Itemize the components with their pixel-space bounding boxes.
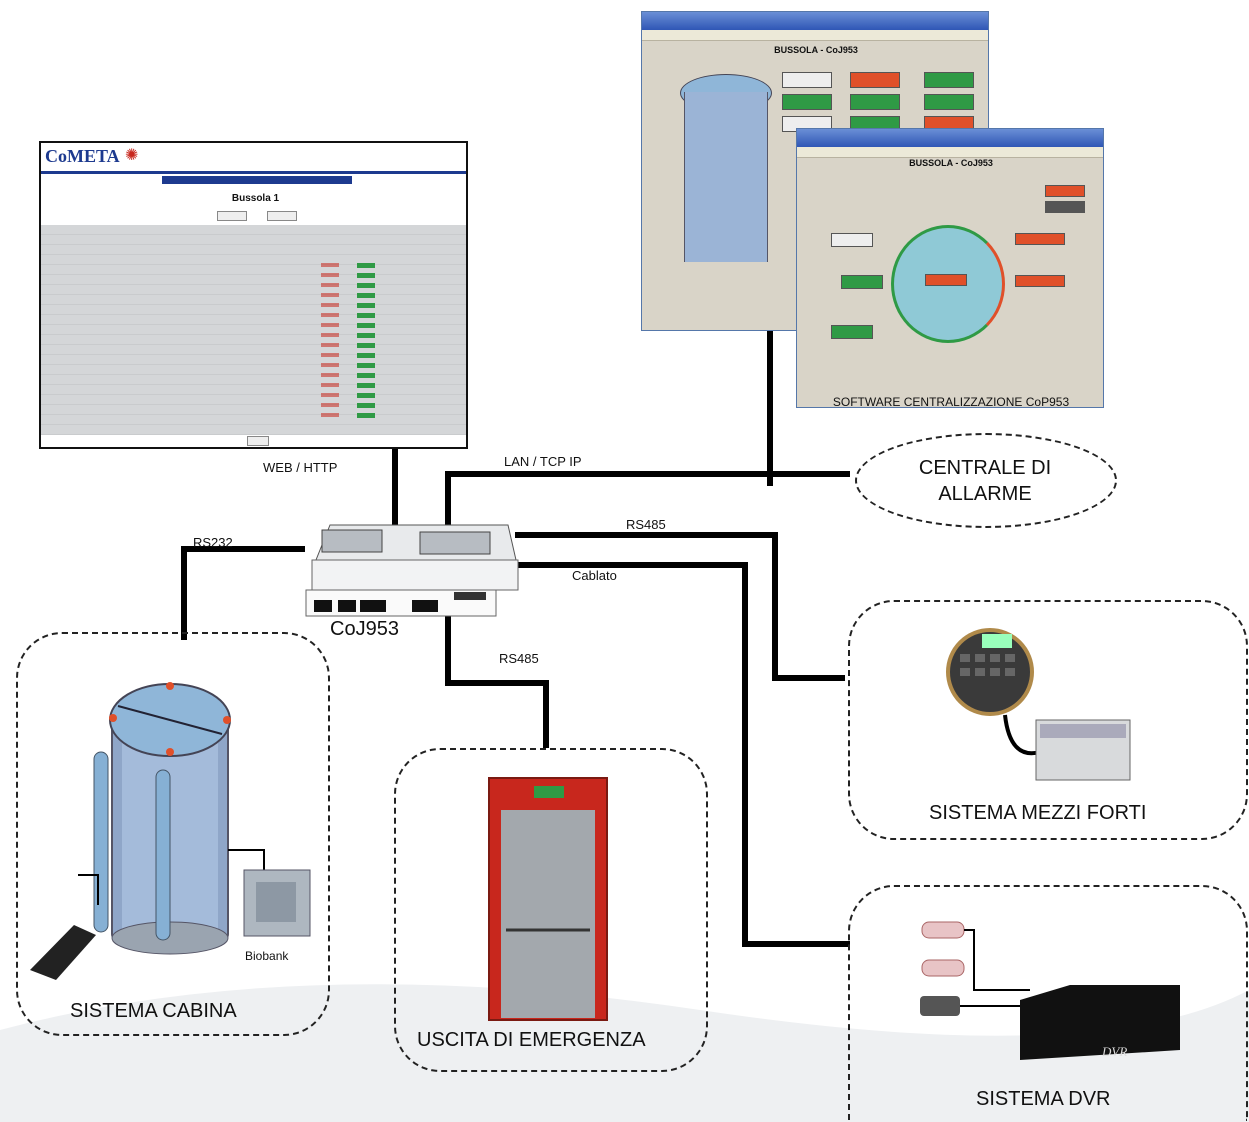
mezzi-forti-label: SISTEMA MEZZI FORTI [929,802,1147,824]
sw-button[interactable] [782,72,832,88]
rs485-emergenza-line [445,615,549,748]
emergency-door-illustration [488,777,608,1021]
cablato-label: Cablato [572,568,617,583]
sistema-cabina-zone [16,632,330,1036]
window-title-front: BUSSOLA - CoJ953 [909,158,993,168]
web-page-title: Bussola 1 [231,193,280,204]
sw-button[interactable] [1015,275,1065,287]
sw-button[interactable] [1045,201,1085,213]
sw-button[interactable] [850,94,900,110]
cabin-render-icon [680,74,772,274]
uscita-emergenza-zone [394,748,708,1072]
rs485-mezzi-forti-line [515,532,845,681]
biobank-label: Biobank [245,949,289,963]
web-status-table [41,225,466,435]
uscita-emergenza-label: USCITA DI EMERGENZA [417,1029,646,1051]
centrale-allarme-label: CENTRALE DI ALLARME [918,457,1052,505]
sw-button[interactable] [831,233,873,247]
software-window-front: BUSSOLA - CoJ953 SOFTWARE CENTRALIZZAZIO… [796,128,1104,408]
sw-button[interactable] [841,275,883,289]
logo-star-icon: ✺ [125,147,139,164]
web-footer-button[interactable] [247,436,269,446]
lan-line [445,471,850,528]
web-interface-window: CoMETA ✺ Bussola 1 [39,141,468,449]
rs485-bottom-label: RS485 [499,651,539,666]
coj953-device [305,524,519,617]
cabina-illustration [30,682,311,980]
web-header: CoMETA ✺ [41,143,466,174]
centrale-allarme-cloud: CENTRALE DI ALLARME [855,433,1117,528]
coj953-label: CoJ953 [330,618,399,640]
rs232-label: RS232 [193,535,233,550]
sistema-dvr-label: SISTEMA DVR [976,1088,1111,1110]
sw-button[interactable] [925,274,967,286]
web-nav-bar[interactable] [162,176,352,184]
window-menubar[interactable] [797,147,1103,158]
cablato-dvr-line [510,562,850,947]
web-http-label: WEB / HTTP [263,460,338,475]
sw-button[interactable] [1045,185,1085,197]
lan-label: LAN / TCP IP [504,454,582,469]
sw-button[interactable] [782,94,832,110]
web-button-2[interactable] [267,211,297,221]
sw-button[interactable] [924,72,974,88]
sw-button[interactable] [1015,233,1065,245]
dvr-zone [848,885,1248,1121]
window-menubar[interactable] [642,30,988,41]
table-rows [41,225,466,435]
window-titlebar [797,129,1103,147]
cometa-logo: CoMETA [45,146,120,166]
window-title-back: BUSSOLA - CoJ953 [774,45,858,55]
rs485-right-label: RS485 [626,517,666,532]
dvr-box-label: DVR [1102,1044,1128,1059]
status-column-left [321,263,339,423]
window-titlebar [642,12,988,30]
rs232-line [181,546,305,640]
mezzi-forti-zone [848,600,1248,840]
sw-button[interactable] [850,72,900,88]
sistema-cabina-label: SISTEMA CABINA [70,1000,237,1022]
web-button-1[interactable] [217,211,247,221]
sw-button[interactable] [924,94,974,110]
status-column-right [357,263,375,423]
sw-button[interactable] [831,325,873,339]
dvr-illustration [920,921,1180,1060]
software-caption: SOFTWARE CENTRALIZZAZIONE CoP953 [832,395,1070,408]
mezzi-forti-illustration [946,628,1131,781]
